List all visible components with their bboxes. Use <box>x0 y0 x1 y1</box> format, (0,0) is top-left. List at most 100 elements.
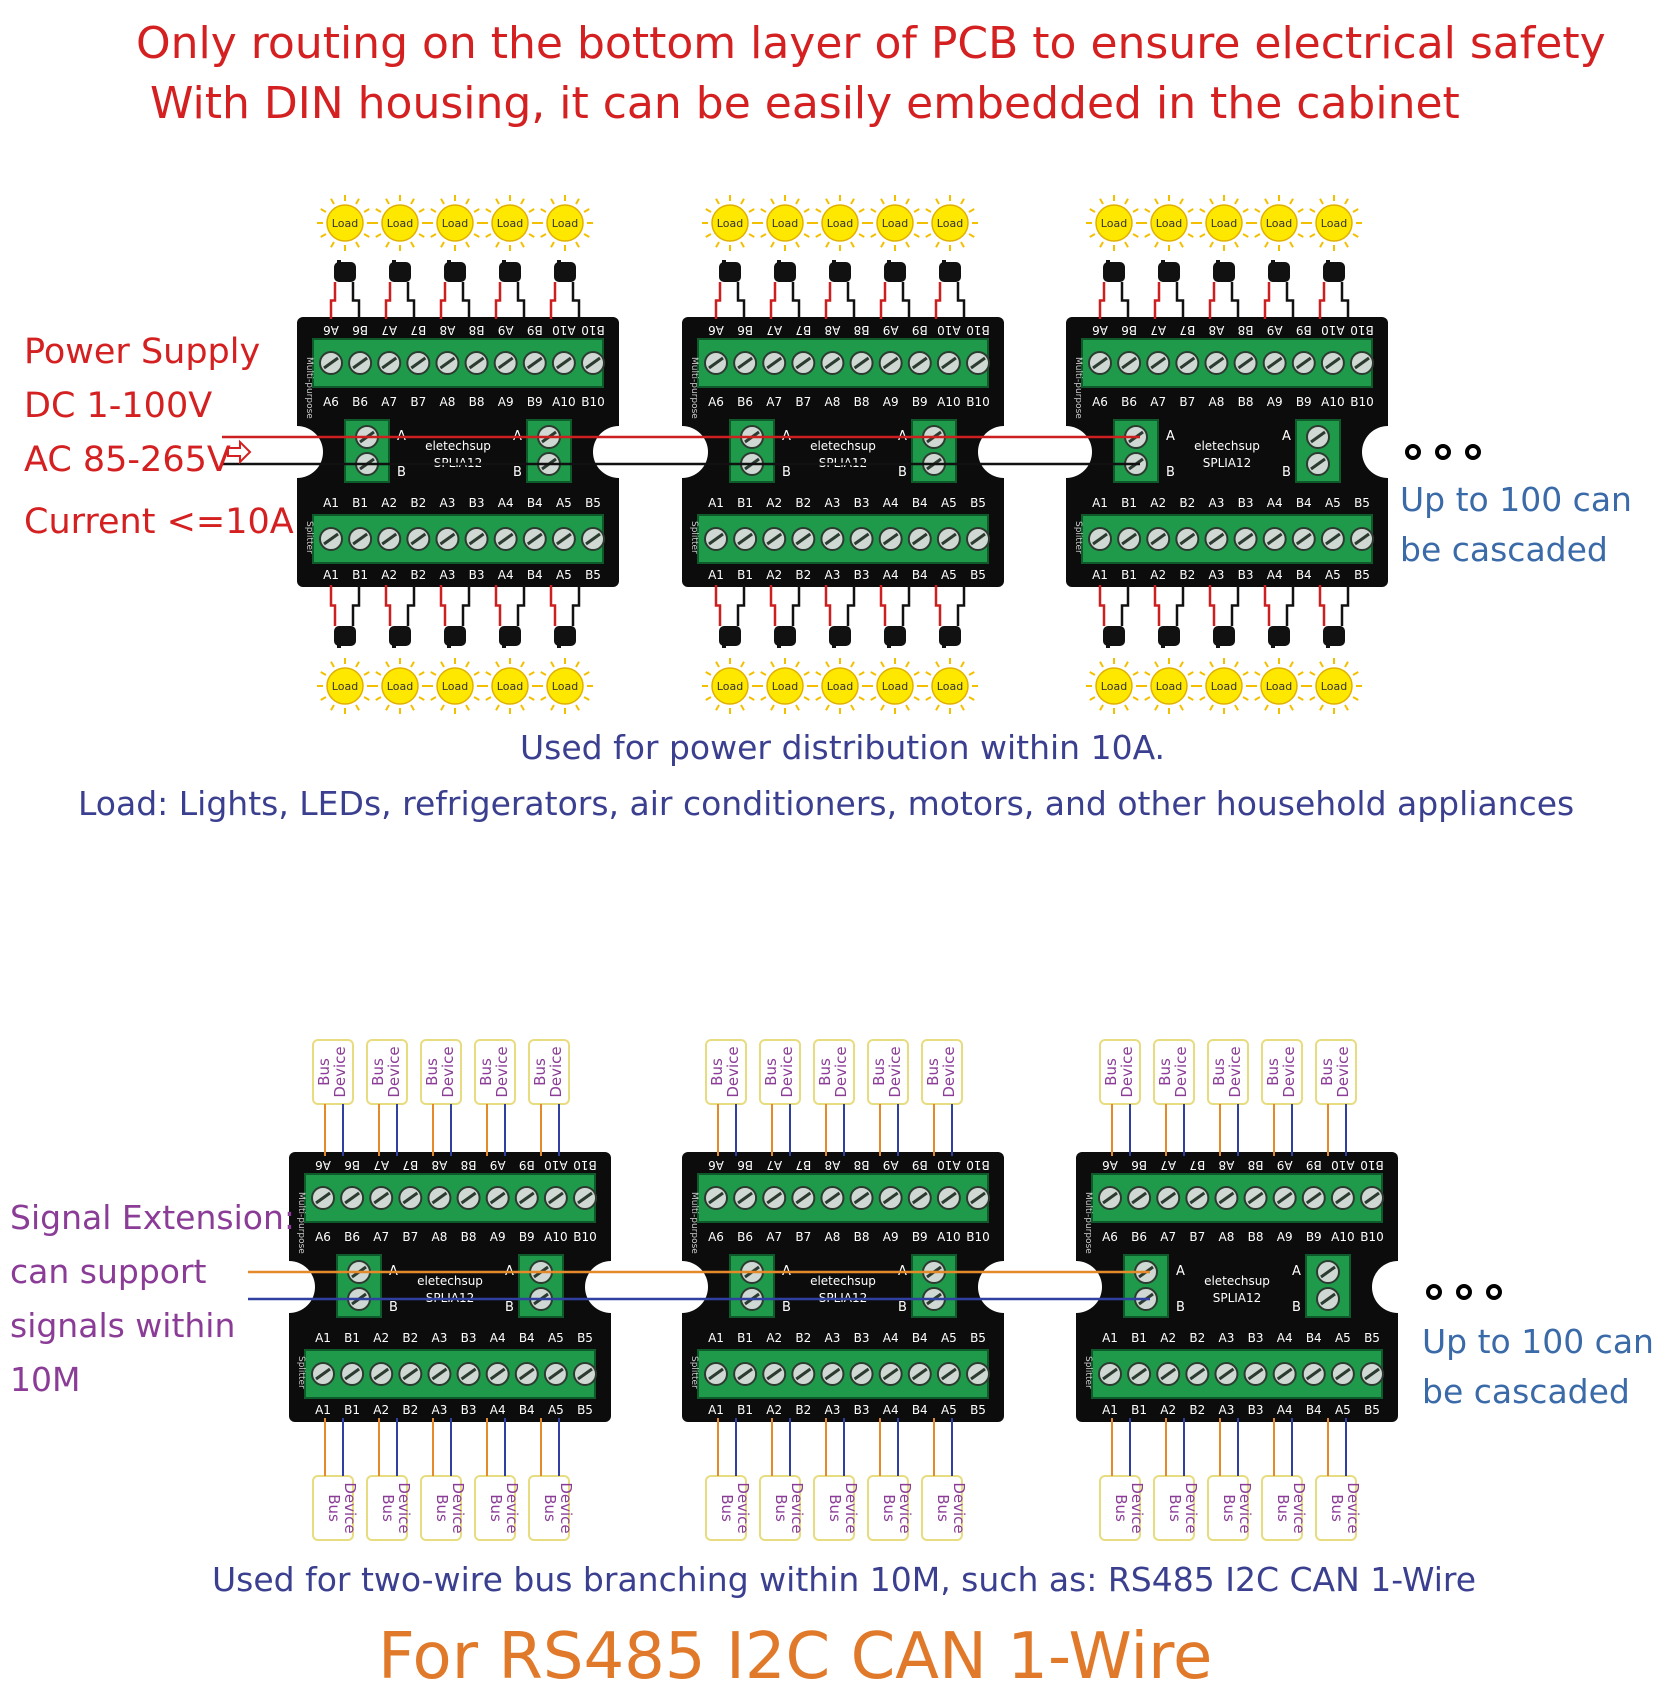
top-label: A10 <box>937 1230 960 1244</box>
bottom-label-2: B3 <box>1248 1403 1264 1417</box>
silk-top: Multi-purpose <box>1073 357 1083 419</box>
bus-device-frame <box>867 1475 909 1541</box>
load-wire <box>1208 585 1240 648</box>
bot-screw-slot <box>1276 1367 1293 1381</box>
bulb-ray <box>748 233 755 238</box>
top-label-mirrored: B7 <box>1179 323 1195 337</box>
top-screw-slot <box>381 356 398 370</box>
bot-screw-slot <box>548 1367 564 1381</box>
bus-device-line-2: Device <box>940 1046 958 1097</box>
bulb-ray <box>1254 671 1261 676</box>
bulb-ray <box>795 241 800 248</box>
light-bulb-icon: Load <box>427 195 483 251</box>
load-wire <box>439 585 471 648</box>
wire-black <box>956 585 966 626</box>
bottom-label: A2 <box>381 496 397 510</box>
bulb-ray <box>410 704 415 711</box>
bus-device-line-1: Bus <box>826 1494 844 1522</box>
top-label: A7 <box>1160 1230 1176 1244</box>
wire-red <box>1153 585 1161 626</box>
bulb-ray <box>375 233 382 238</box>
side-b-label: B <box>513 465 522 480</box>
wire-plug <box>334 262 356 282</box>
bulb-ray <box>770 241 775 248</box>
bulb-ray <box>1099 704 1104 711</box>
top-screw-slot <box>460 1191 477 1205</box>
top-label-mirrored: B6 <box>737 323 753 337</box>
bottom-label: A3 <box>440 496 456 510</box>
wire-plug <box>389 262 411 282</box>
load-wire <box>934 585 966 648</box>
bottom-label: A5 <box>1325 496 1341 510</box>
bulb-ray <box>550 198 555 205</box>
top-label: B9 <box>1306 1230 1322 1244</box>
bus-device-line-2: Device <box>341 1482 359 1533</box>
top-label-mirrored: B6 <box>737 1158 753 1172</box>
model-label: SPLIA12 <box>1213 1291 1262 1305</box>
wire-plug <box>1268 626 1290 646</box>
top-screw-slot <box>497 356 514 370</box>
bottom-label-2: A3 <box>825 568 841 582</box>
bulb-ray <box>795 661 800 668</box>
bottom-label: B1 <box>344 1331 360 1345</box>
top-label-mirrored: B10 <box>573 1158 597 1172</box>
wire-red <box>494 585 502 626</box>
signal-bus-wires <box>248 1270 1150 1301</box>
top-label-mirrored: B9 <box>912 323 928 337</box>
bulb-ray <box>1297 208 1304 213</box>
top-label-mirrored: A6 <box>323 323 339 337</box>
top-label-mirrored: A7 <box>381 323 397 337</box>
wire-red <box>769 585 777 626</box>
wire-plug <box>334 626 356 646</box>
top-label-mirrored: B7 <box>795 323 811 337</box>
bot-screw-slot <box>1266 532 1283 546</box>
bus-device-wires-bottom <box>432 1418 452 1476</box>
light-bulb-icon: Load <box>1251 658 1307 714</box>
light-bulb-icon: Load <box>1306 195 1362 251</box>
bot-screw-slot <box>970 532 986 546</box>
bulb-ray <box>520 704 525 711</box>
top-label: A6 <box>708 395 724 409</box>
top-label: B9 <box>912 395 928 409</box>
bulb-ray <box>363 671 370 676</box>
bulb-ray <box>330 198 335 205</box>
bulb-ray <box>715 661 720 668</box>
bulb-ray <box>705 696 712 701</box>
bulb-ray <box>1319 241 1324 248</box>
wire-plug <box>1103 626 1125 646</box>
bus-device-wires-bottom <box>717 1418 737 1476</box>
bulb-ray <box>770 704 775 711</box>
bus-device-frame <box>474 1475 516 1541</box>
ellipsis-dots-icon <box>1405 444 1481 460</box>
top-screw-slot <box>1189 1191 1206 1205</box>
light-bulb-icon: Load <box>1141 195 1197 251</box>
wire-plug <box>1268 262 1290 282</box>
inR-a-screw-slot <box>1320 1265 1336 1279</box>
bottom-label: A2 <box>1150 496 1166 510</box>
bottom-label-2: B4 <box>912 568 928 582</box>
load-wire <box>714 260 746 319</box>
top-screw-slot <box>911 356 928 370</box>
load-label: Load <box>937 217 963 230</box>
bulb-ray <box>330 704 335 711</box>
bulb-ray <box>1344 198 1349 205</box>
bottom-label: B2 <box>1189 1331 1205 1345</box>
load-wire <box>384 260 416 319</box>
top-label-mirrored: A7 <box>373 1158 389 1172</box>
top-screw-slot <box>853 1191 870 1205</box>
top-label: A10 <box>1321 395 1344 409</box>
top-label: A6 <box>315 1230 331 1244</box>
light-bulb-icon: Load <box>1251 195 1307 251</box>
bottom-label-2: B1 <box>1131 1403 1147 1417</box>
bulb-ray <box>748 208 755 213</box>
bot-screw-slot <box>766 532 783 546</box>
bottom-label-2: A3 <box>825 1403 841 1417</box>
wire-red <box>714 585 722 626</box>
bulb-ray <box>925 208 932 213</box>
wire-black <box>406 282 416 319</box>
wire-black <box>1340 585 1350 626</box>
